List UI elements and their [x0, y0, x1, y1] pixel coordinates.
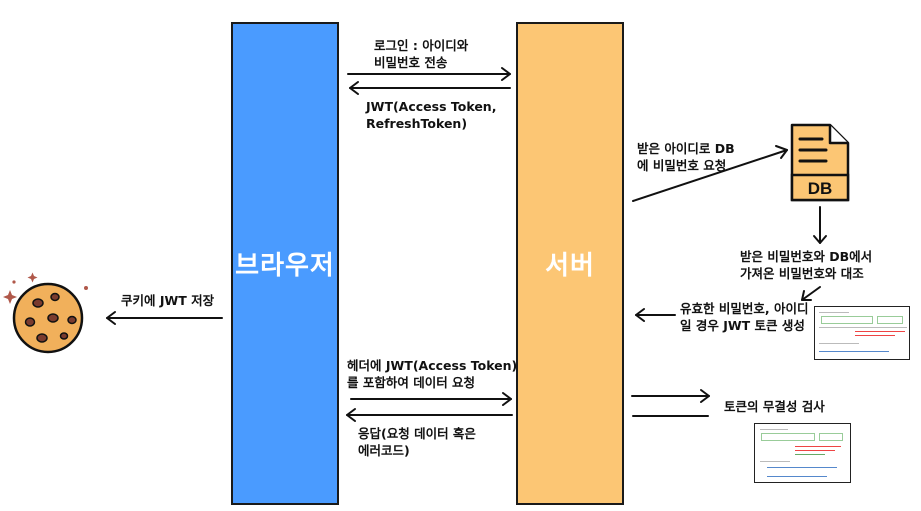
jwt-line-2: RefreshToken): [366, 116, 468, 131]
cookie-store-arrow: [106, 311, 223, 325]
response-message: 응답(요청 데이터 혹은 에러코드): [358, 425, 476, 459]
issue-message: 유효한 비밀번호, 아이디 일 경우 JWT 토큰 생성: [680, 300, 808, 334]
db-request-message: 받은 아이디로 DB 에 비밀번호 요청: [637, 140, 735, 174]
header-request-arrow: [350, 392, 512, 406]
server-box: 서버: [516, 22, 624, 505]
integrity-out-arrow: [631, 389, 710, 403]
data-response-arrow: [346, 408, 513, 422]
header-line-2: 를 포함하여 데이터 요청: [347, 375, 476, 390]
jwt-screenshot-thumbnail: [814, 306, 910, 360]
response-line-1: 응답(요청 데이터 혹은: [358, 426, 476, 441]
db-document-icon: DB: [790, 123, 850, 202]
db-request-line-2: 에 비밀번호 요청: [637, 158, 727, 173]
compare-line-2: 가져온 비밀번호와 대조: [740, 266, 864, 281]
db-request-line-1: 받은 아이디로 DB: [637, 141, 735, 156]
jwt-line-1: JWT(Access Token,: [366, 99, 497, 114]
login-line-2: 비밀번호 전송: [374, 55, 448, 70]
integrity-message: 토큰의 무결성 검사: [724, 398, 825, 415]
response-line-2: 에러코드): [358, 443, 410, 458]
compare-arrow: [801, 286, 821, 301]
cookie-store-line: 쿠키에 JWT 저장: [121, 293, 215, 308]
integrity-line: 토큰의 무결성 검사: [724, 399, 825, 414]
login-line-1: 로그인 : 아이디와: [374, 38, 469, 53]
issue-line-2: 일 경우 JWT 토큰 생성: [680, 318, 805, 333]
login-message: 로그인 : 아이디와 비밀번호 전송: [374, 37, 468, 71]
compare-line-1: 받은 비밀번호와 DB에서: [740, 249, 873, 264]
jwt-verify-screenshot-thumbnail: [754, 423, 851, 483]
server-label: 서버: [545, 251, 595, 281]
db-down-arrow: [813, 206, 827, 244]
db-label: DB: [808, 179, 833, 198]
issue-arrow: [635, 308, 676, 322]
jwt-response-arrow: [349, 81, 511, 95]
jwt-message: JWT(Access Token, RefreshToken): [366, 98, 496, 132]
cookie-icon: [3, 272, 88, 354]
compare-message: 받은 비밀번호와 DB에서 가져온 비밀번호와 대조: [740, 248, 872, 282]
header-request-message: 헤더에 JWT(Access Token) 를 포함하여 데이터 요청: [347, 357, 517, 391]
browser-box: 브라우저: [231, 22, 339, 505]
cookie-store-message: 쿠키에 JWT 저장: [121, 292, 214, 309]
browser-label: 브라우저: [235, 251, 335, 281]
db-request-arrow: [632, 145, 788, 202]
login-arrow: [347, 67, 511, 81]
issue-line-1: 유효한 비밀번호, 아이디: [680, 301, 809, 316]
header-line-1: 헤더에 JWT(Access Token): [347, 358, 518, 373]
